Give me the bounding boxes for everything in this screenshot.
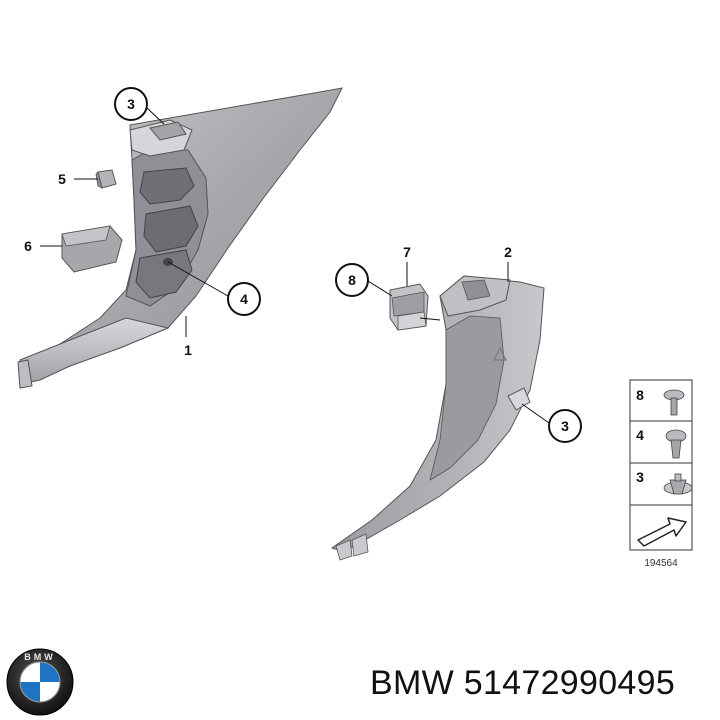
svg-text:3: 3 bbox=[127, 96, 135, 112]
svg-text:8: 8 bbox=[348, 272, 356, 288]
svg-text:3: 3 bbox=[636, 469, 644, 485]
svg-text:1: 1 bbox=[184, 342, 192, 358]
callout-6: 6 bbox=[24, 238, 32, 254]
callout-5: 5 bbox=[58, 171, 66, 187]
callout-3-top: 3 bbox=[114, 87, 148, 121]
svg-text:6: 6 bbox=[24, 238, 32, 254]
callout-2: 2 bbox=[504, 244, 512, 260]
svg-text:BMW: BMW bbox=[24, 652, 56, 662]
svg-text:2: 2 bbox=[504, 244, 512, 260]
part-2-right-trim-panel bbox=[330, 275, 545, 561]
callout-4: 4 bbox=[227, 282, 261, 316]
part-7-clip-holder bbox=[389, 283, 429, 331]
svg-text:5: 5 bbox=[58, 171, 66, 187]
callout-7: 7 bbox=[403, 244, 411, 260]
legend-row-3: 3 bbox=[636, 469, 693, 495]
clip-icon bbox=[663, 473, 693, 495]
arrow-icon bbox=[637, 517, 687, 547]
legend-row-4: 4 bbox=[636, 427, 687, 459]
bmw-logo: BMW bbox=[6, 648, 74, 716]
diagram-reference-number: 194564 bbox=[644, 558, 678, 569]
fastener-legend: 8 4 3 bbox=[629, 379, 693, 551]
svg-text:4: 4 bbox=[636, 427, 644, 443]
part-6-cover bbox=[61, 225, 123, 273]
svg-text:7: 7 bbox=[403, 244, 411, 260]
svg-text:8: 8 bbox=[636, 387, 644, 403]
part-number-label: BMW 51472990495 bbox=[370, 664, 676, 702]
callout-8: 8 bbox=[335, 263, 369, 297]
screw-icon bbox=[663, 389, 685, 416]
part-1-left-trim-panel bbox=[17, 87, 343, 389]
callout-1: 1 bbox=[184, 342, 192, 358]
part-5-cap bbox=[95, 169, 117, 189]
legend-row-8: 8 bbox=[636, 387, 685, 416]
leader-lines bbox=[40, 107, 550, 424]
svg-text:4: 4 bbox=[240, 291, 248, 307]
screw-icon bbox=[665, 429, 687, 459]
callout-3-right: 3 bbox=[548, 409, 582, 443]
svg-text:3: 3 bbox=[561, 418, 569, 434]
